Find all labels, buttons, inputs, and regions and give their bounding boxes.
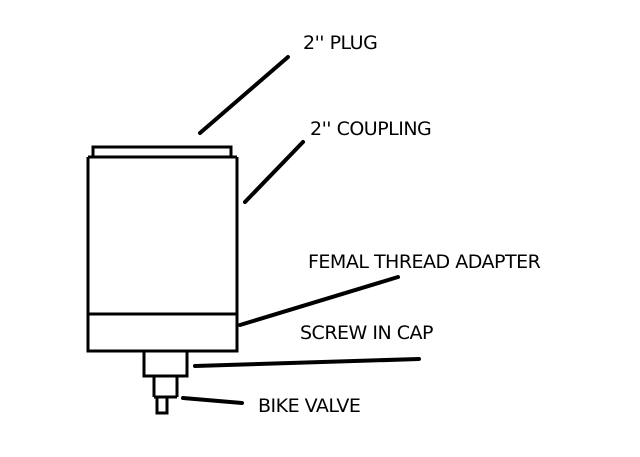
screw-cap-part: [142, 349, 189, 378]
bike-valve-leader-line: [181, 396, 244, 405]
plug-part: [91, 145, 233, 157]
adapter-part: [86, 312, 239, 353]
bike-valve-part: [152, 376, 179, 415]
coupling-part: [86, 155, 239, 314]
adapter-label: FEMAL THREAD ADAPTER: [308, 251, 541, 273]
screw-cap-label: SCREW IN CAP: [300, 322, 433, 344]
plug-leader-line: [198, 55, 290, 135]
coupling-leader-line: [243, 140, 305, 204]
adapter-leader-line: [238, 275, 400, 327]
bike-valve-label: BIKE VALVE: [258, 395, 360, 417]
coupling-label: 2'' COUPLING: [310, 118, 431, 140]
plug-label: 2'' PLUG: [303, 32, 377, 54]
screw-cap-leader-line: [193, 357, 421, 368]
